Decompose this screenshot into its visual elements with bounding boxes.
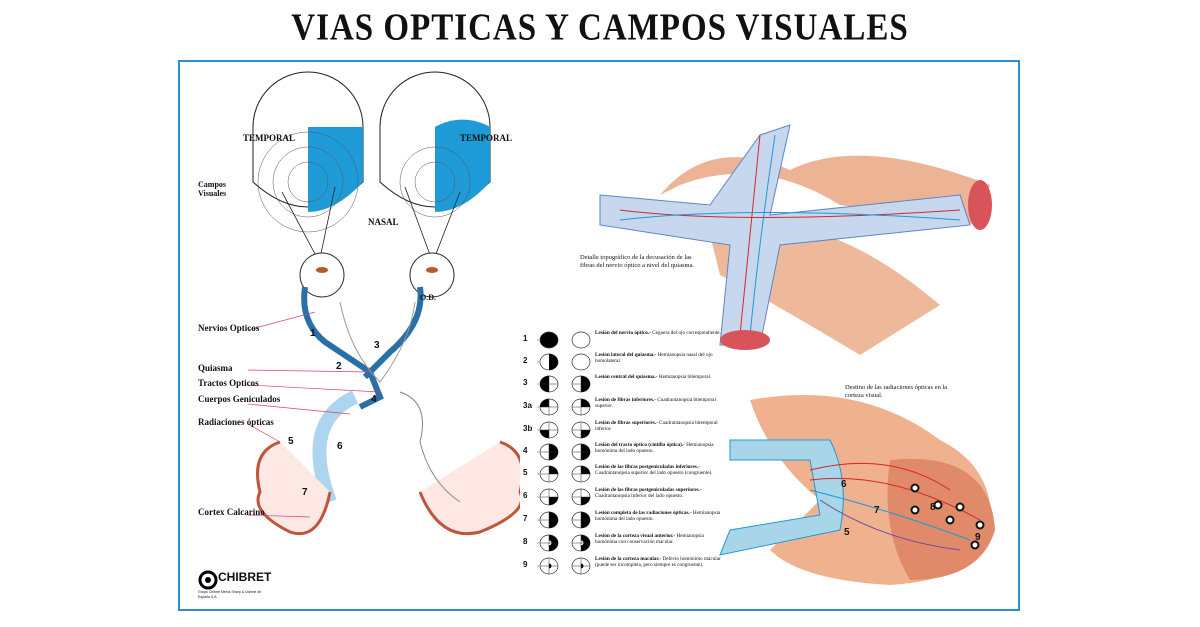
lesion-description: Hemianopsia bitemporal. bbox=[658, 374, 712, 380]
label-campos-visuales: Campos Visuales bbox=[198, 180, 227, 198]
lesion-title: Lesión de la corteza macular.- bbox=[595, 556, 662, 562]
lesion-description: Defecto homónimo macular (puede ser inco… bbox=[595, 556, 721, 568]
visual-field-left bbox=[252, 71, 364, 233]
lesion-number: 6 bbox=[523, 491, 528, 500]
lesion-number: 3a bbox=[523, 401, 532, 410]
lesion-number: 5 bbox=[523, 468, 528, 477]
eye-left bbox=[299, 252, 345, 298]
radiation-caption: Destino de las radiaciones ópticas en la… bbox=[845, 384, 948, 399]
lesion-row: 9 Lesión de la corteza macular.- Defecto… bbox=[523, 556, 723, 578]
logo-subtitle: Grupo Chibret Merck Sharp & Dohme de Esp… bbox=[198, 590, 262, 599]
chiasm-illustration bbox=[599, 124, 992, 355]
lesion-description: Cuadrantanopsia bitemporal superior. bbox=[595, 397, 716, 409]
label-quiasma: Quiasma bbox=[198, 363, 233, 373]
lesion-description: Hemianopsia homónima del lado opuesto. bbox=[595, 510, 721, 522]
lesion-description: Ceguera del ojo correspondiente. bbox=[652, 330, 721, 336]
lesion-title: Lesión de fibras inferiores.- bbox=[595, 397, 656, 403]
lesion-description: Hemianopsia homónima del lado opuesto. bbox=[595, 442, 714, 454]
lesion-title: Lesión de fibras superiores.- bbox=[595, 420, 658, 426]
lesion-title: Lesión del tracto óptico (cintilla óptic… bbox=[595, 442, 685, 448]
lesion-number: 4 bbox=[523, 446, 528, 455]
lesion-title: Lesión completa de las radiaciones óptic… bbox=[595, 510, 692, 516]
optic-radiation-illustration bbox=[719, 395, 995, 585]
lesion-row: 3a Lesión de fibras inferiores.- Cuadran… bbox=[523, 397, 723, 419]
lesion-number: 1 bbox=[523, 334, 528, 343]
chibret-logo: CHIBRET Grupo Chibret Merck Sharp & Dohm… bbox=[198, 570, 271, 599]
lesion-title: Lesión de las fibras postgeniculadas sup… bbox=[595, 487, 702, 493]
pathway-number: 4 bbox=[371, 394, 377, 405]
pathway-number: 3 bbox=[374, 340, 380, 351]
lesion-description: Hemianopsia homónima con conservación ma… bbox=[595, 533, 704, 545]
visual-field-defect-icon bbox=[537, 534, 591, 552]
lesion-title: Lesión central del quiasma.- bbox=[595, 374, 658, 380]
lesion-description: Cuadrantanopsia inferior del lado opuest… bbox=[595, 493, 684, 499]
label-temporal-right: TEMPORAL bbox=[460, 133, 513, 143]
visual-field-defect-icon bbox=[537, 488, 591, 506]
lesion-number: 8 bbox=[523, 537, 528, 546]
eye-right bbox=[409, 252, 455, 298]
label-cortex-calcarino: Cortex Calcarino bbox=[198, 507, 265, 517]
lesion-row: 3b Lesión de fibras superiores.- Cuadran… bbox=[523, 420, 723, 442]
lesion-row: 8 Lesión de la corteza visual anterior.-… bbox=[523, 533, 723, 555]
lesion-title: Lesión de las fibras postgeniculadas inf… bbox=[595, 464, 700, 470]
radiation-number: 8 bbox=[930, 502, 936, 513]
radiation-number: 9 bbox=[975, 532, 981, 543]
radiation-number: 6 bbox=[841, 479, 847, 490]
visual-field-defect-icon bbox=[537, 557, 591, 575]
visual-field-defect-icon bbox=[537, 353, 591, 371]
pathway-number: 5 bbox=[288, 436, 294, 447]
lesion-number: 3 bbox=[523, 378, 528, 387]
lesion-row: 6 Lesión de las fibras postgeniculadas s… bbox=[523, 487, 723, 509]
lesion-title: Lesión del nervio óptico.- bbox=[595, 330, 651, 336]
lesion-row: 4 Lesión del tracto óptico (cintilla ópt… bbox=[523, 442, 723, 464]
lesion-number: 2 bbox=[523, 356, 528, 365]
lesion-row: 3 Lesión central del quiasma.- Hemianops… bbox=[523, 374, 723, 396]
chiasm-caption: Detalle topográfico de la decusación de … bbox=[580, 254, 695, 269]
visual-pathway-diagram bbox=[247, 71, 520, 536]
lesion-description: Cuadrantanopsia superior del lado opuest… bbox=[595, 470, 713, 476]
label-tractos-opticos: Tractos Opticos bbox=[198, 378, 259, 388]
lesion-row: 1 Lesión del nervio óptico.- Ceguera del… bbox=[523, 330, 723, 352]
eye-logo-icon bbox=[198, 570, 218, 590]
pathway-number: 6 bbox=[337, 441, 343, 452]
visual-field-defect-icon bbox=[537, 511, 591, 529]
lesion-title: Lesión lateral del quiasma.- bbox=[595, 352, 657, 358]
label-nasal: NASAL bbox=[368, 217, 399, 227]
visual-field-defect-icon bbox=[537, 398, 591, 416]
lesion-row: 5 Lesión de las fibras postgeniculadas i… bbox=[523, 464, 723, 486]
lesion-row: 7 Lesión completa de las radiaciones ópt… bbox=[523, 510, 723, 532]
logo-name: CHIBRET bbox=[218, 570, 272, 584]
visual-field-defect-icon bbox=[537, 421, 591, 439]
radiation-number: 7 bbox=[874, 505, 880, 516]
label-nervios-opticos: Nervios Opticos bbox=[198, 323, 260, 333]
poster-frame bbox=[178, 60, 1020, 611]
pathway-number: 1 bbox=[310, 328, 316, 339]
label-temporal-left: TEMPORAL bbox=[243, 133, 296, 143]
visual-field-defect-icon bbox=[537, 443, 591, 461]
visual-field-defect-icon bbox=[537, 375, 591, 393]
visual-field-right bbox=[379, 71, 491, 218]
pathway-number: 7 bbox=[302, 487, 308, 498]
label-od: O.D. bbox=[420, 293, 436, 302]
lesion-row: 2 Lesión lateral del quiasma.- Hemianops… bbox=[523, 352, 723, 374]
lesion-number: 9 bbox=[523, 560, 528, 569]
lesion-description: Hemianopsia nasal del ojo homolateral. bbox=[595, 352, 713, 364]
label-cuerpos-geniculados: Cuerpos Geniculados bbox=[198, 394, 281, 404]
poster-title: VIAS OPTICAS Y CAMPOS VISUALES bbox=[291, 7, 909, 49]
pathway-number: 2 bbox=[336, 361, 342, 372]
lesion-description: Cuadrantanopsia bitemporal inferior. bbox=[595, 420, 718, 432]
lesion-number: 3b bbox=[523, 424, 533, 433]
radiation-number: 5 bbox=[844, 527, 850, 538]
lesion-title: Lesión de la corteza visual anterior.- bbox=[595, 533, 676, 539]
visual-field-defect-icon bbox=[537, 331, 591, 349]
label-radiaciones-opticas: Radiaciones ópticas bbox=[198, 417, 274, 427]
visual-field-defect-icon bbox=[537, 465, 591, 483]
lesion-number: 7 bbox=[523, 514, 528, 523]
